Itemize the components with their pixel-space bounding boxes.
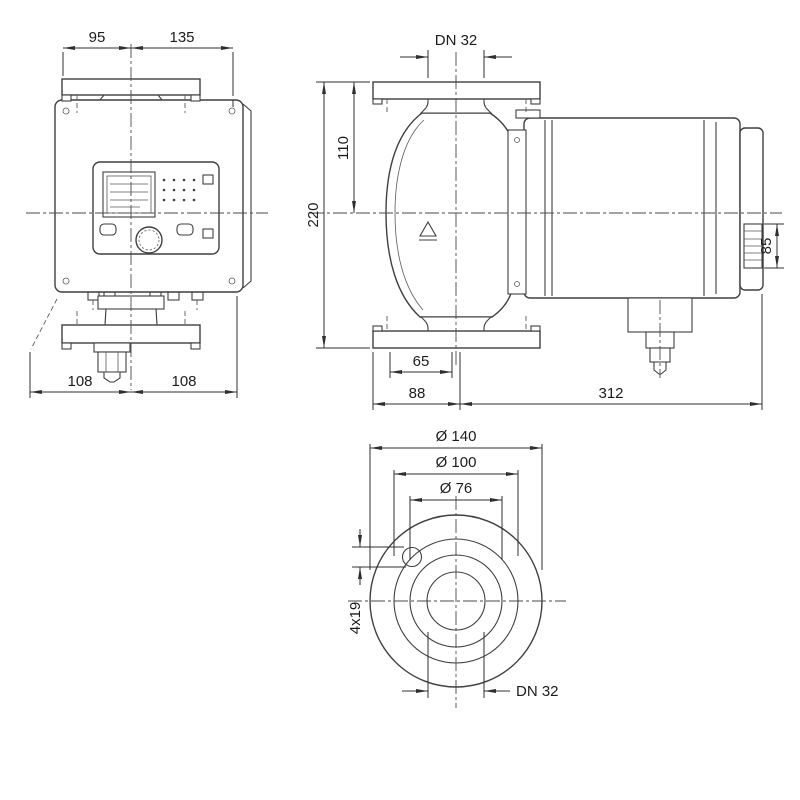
button-menu [176,223,194,236]
dim-side-axis-height: 110 [335,136,352,160]
knob-serration-icon [138,229,160,251]
display-screen [102,171,156,218]
corner-screw-icon [228,277,236,285]
dim-side-port: DN 32 [435,32,478,49]
dim-bore: DN 32 [516,683,559,700]
front-dimensions: 95 135 108 108 [29,29,238,398]
dim-bolt-holes: 4x19 [347,602,364,635]
dim-bolt-circle: Ø 100 [436,454,477,471]
corner-screw-icon [62,107,70,115]
motor-body [523,117,741,299]
plug-tip [103,371,121,383]
front-view: 95 135 108 108 [26,29,268,398]
display-panel [92,161,220,255]
motor-adapter [507,129,527,295]
bore-circle [426,571,486,631]
flange-view: Ø 140 Ø 100 Ø 76 4x19 DN 32 [347,428,566,708]
corner-screw-icon [62,277,70,285]
bolt-circle [393,538,519,664]
status-led-top [202,174,214,185]
control-knob [135,226,163,254]
corner-screw-icon [228,107,236,115]
side-view: DN 32 110 220 85 65 88 312 [305,32,784,410]
dim-side-front-depth: 88 [409,385,426,402]
body-side-edge [242,103,252,289]
plug-collar [93,342,131,353]
flow-arrow-icon [419,220,437,237]
status-led-bottom [202,228,214,239]
dim-side-foot-offset: 65 [413,353,430,370]
raised-face-circle [409,554,503,648]
gland-tip [653,361,667,375]
dim-side-total-height: 220 [305,202,322,227]
dim-front-base-left: 108 [67,373,92,390]
flange-dimensions: Ø 140 Ø 100 Ø 76 4x19 DN 32 [347,428,559,700]
dim-flange-od: Ø 140 [436,428,477,445]
dim-side-module-height: 85 [758,238,775,255]
dim-front-width-right: 135 [169,29,194,46]
connector-ribs [743,223,763,269]
top-flange-side [372,81,541,100]
volute [385,112,515,318]
flange-outer-circle [369,514,543,688]
side-dimensions: DN 32 110 220 85 65 88 312 [305,32,784,410]
bottom-flange-side [372,330,541,349]
dim-front-base-right: 108 [171,373,196,390]
nameplate-tab [515,109,541,119]
drain-plug [97,351,127,373]
bolt-hole [401,546,423,568]
dim-raised-face: Ø 76 [440,480,473,497]
button-back [99,223,117,236]
terminal-box [627,297,693,378]
dim-front-width-left: 95 [89,29,106,46]
display-module [92,161,220,255]
dim-side-motor-length: 312 [598,385,623,402]
